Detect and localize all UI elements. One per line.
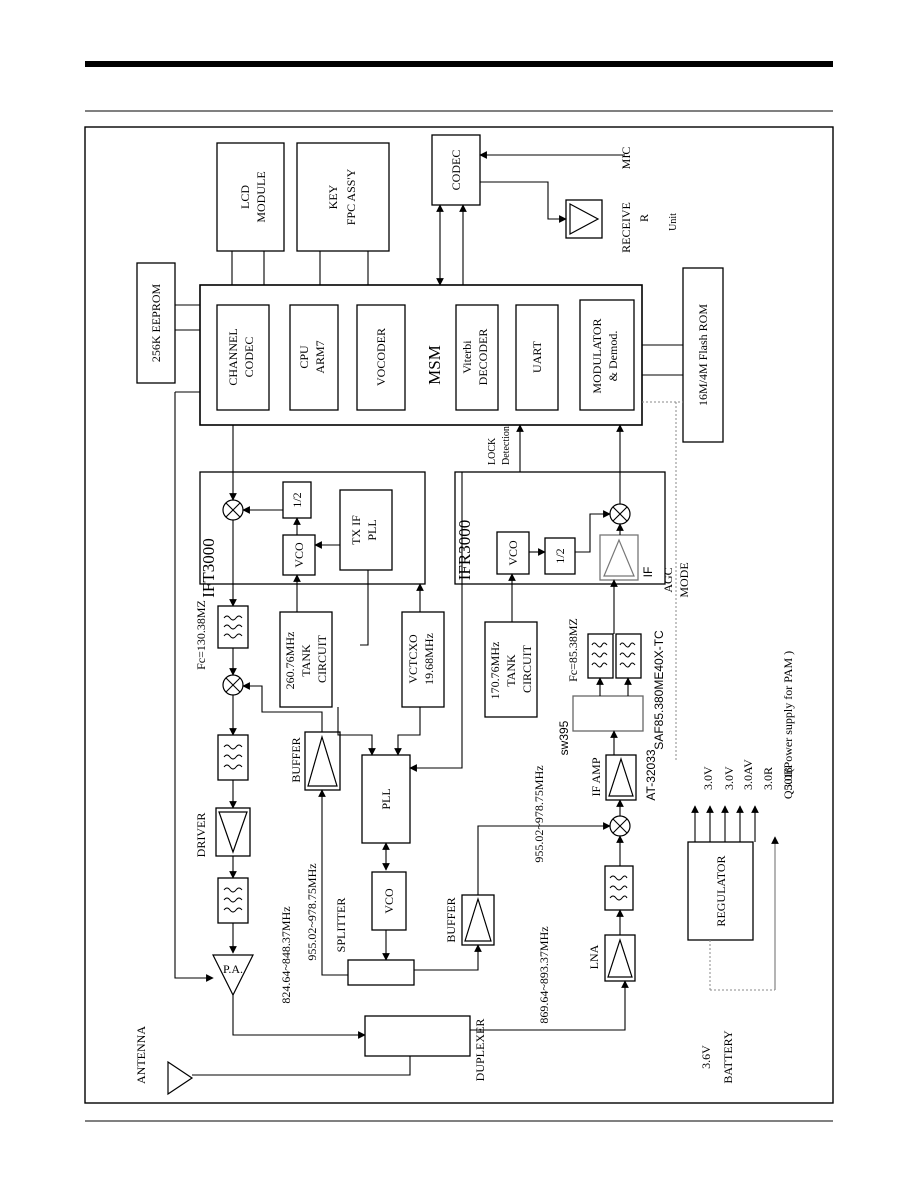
ift3000-title: IFT3000 bbox=[199, 538, 218, 598]
tank-170-label: 170.76MHz TANK CIRCUIT bbox=[488, 639, 534, 700]
splitter-label: SPLITTER bbox=[334, 898, 348, 953]
if-amp-label: IF AMP bbox=[589, 757, 603, 796]
vocoder-label: VOCODER bbox=[374, 328, 388, 386]
ifr3000-title: IFR3000 bbox=[455, 520, 474, 580]
freq-lo-label: 955.02~978.75MHz bbox=[305, 863, 319, 960]
tx-filter-2 bbox=[217, 877, 249, 924]
ifr-vco-box bbox=[496, 531, 530, 575]
duplexer-label: DUPLEXER bbox=[473, 1019, 487, 1082]
receiver-amp-triangle bbox=[569, 202, 600, 236]
uart-box bbox=[515, 304, 559, 411]
modulator-box bbox=[579, 299, 635, 411]
ift-vco-box bbox=[282, 534, 316, 576]
uart-label: UART bbox=[530, 340, 544, 373]
ift-vco-label: VCO bbox=[292, 542, 306, 568]
modulator-label: MODULATOR& Demod. bbox=[590, 318, 620, 393]
if-amp-triangle bbox=[608, 757, 634, 797]
tx-buffer-triangle bbox=[307, 734, 338, 787]
rx-if-filter-b bbox=[615, 633, 642, 679]
vctcxo-box bbox=[401, 611, 445, 708]
rail-3v0r: 3.0R bbox=[761, 767, 775, 790]
rx-buffer-triangle bbox=[464, 896, 492, 942]
tank-260-label: 260.76MHz TANK CIRCUIT bbox=[283, 629, 329, 690]
sw395-label: sw395 bbox=[557, 720, 571, 755]
sw395-box bbox=[572, 695, 644, 732]
pll-label: PLL bbox=[379, 788, 393, 809]
tank-260-box bbox=[279, 611, 333, 708]
receiver-unit-label: Unit bbox=[668, 213, 679, 231]
pa-triangle bbox=[212, 954, 254, 997]
rail-3v0b: 3.0B bbox=[781, 767, 795, 790]
vco-label: VCO bbox=[382, 888, 396, 914]
tank-170-box bbox=[484, 621, 538, 718]
eeprom-label: 256K EEPROM bbox=[149, 284, 163, 363]
ift-half-label: 1/2 bbox=[290, 492, 304, 507]
rx-buffer-label: BUFFER bbox=[444, 897, 458, 942]
driver-label: DRIVER bbox=[194, 813, 208, 858]
codec-label: CODEC bbox=[449, 150, 463, 191]
tx-buffer-label: BUFFER bbox=[289, 737, 303, 782]
vocoder-box bbox=[356, 304, 406, 411]
tx-if-filter bbox=[217, 605, 249, 649]
rx-rf-filter bbox=[604, 865, 634, 911]
ifr-half-label: 1/2 bbox=[553, 548, 567, 563]
rx-if-filter-a bbox=[587, 633, 614, 679]
diagram-frame bbox=[84, 126, 834, 1104]
fc-tx-label: Fc=130.38MZ bbox=[194, 600, 208, 670]
antenna-label: ANTENNA bbox=[134, 1026, 148, 1084]
vco-box bbox=[371, 871, 407, 931]
codec-box bbox=[431, 134, 481, 206]
splitter-box bbox=[347, 959, 415, 986]
antenna-icon bbox=[167, 1060, 194, 1096]
mic-label: MIC bbox=[619, 147, 633, 170]
lna-triangle bbox=[607, 938, 633, 978]
freq-lo2-label: 955.02~978.75MHz bbox=[532, 765, 546, 862]
rail-3v0-b: 3.0V bbox=[722, 766, 736, 790]
lcd-module-box bbox=[216, 142, 285, 252]
key-fpc-box bbox=[296, 142, 390, 252]
rail-3v0-a: 3.0V bbox=[701, 766, 715, 790]
pa-label: P.A. bbox=[223, 962, 243, 976]
flash-rom-box bbox=[682, 267, 724, 443]
fc-rx-label: Fc=85.38MZ bbox=[566, 618, 580, 682]
eeprom-box bbox=[136, 262, 176, 384]
viterbi-box bbox=[455, 304, 499, 411]
msm-title: MSM bbox=[425, 345, 444, 385]
duplexer-box bbox=[364, 1015, 471, 1057]
pam-supply-label: Q501(Power supply for PAM ) bbox=[781, 651, 795, 799]
rail-3v0av: 3.0AV bbox=[741, 759, 755, 790]
tx-if-pll-box bbox=[339, 489, 393, 571]
flash-rom-label: 16M/4M Flash ROM bbox=[696, 304, 710, 406]
ifr-vco-label: VCO bbox=[506, 540, 520, 566]
saf-part-label: SAF85.380ME40X-TC bbox=[652, 630, 666, 750]
ifr-agc-triangle bbox=[603, 538, 635, 577]
driver-triangle bbox=[218, 811, 248, 854]
top-rule bbox=[85, 61, 833, 67]
tx-filter-1 bbox=[217, 734, 249, 781]
freq-tx-label: 824.64~848.37MHz bbox=[279, 906, 293, 1003]
ifr-if-label: IF bbox=[641, 567, 655, 578]
regulator-label: REGULATOR bbox=[714, 855, 728, 926]
cpu-box bbox=[289, 304, 339, 411]
receiver-label: RECEIVE R bbox=[619, 199, 651, 253]
msm-box bbox=[199, 284, 643, 426]
regulator-box bbox=[687, 841, 754, 941]
ifr-half-box bbox=[544, 537, 576, 575]
lna-label: LNA bbox=[587, 944, 601, 969]
at-part-label: AT-32033 bbox=[644, 749, 658, 800]
freq-rx-label: 869.64~893.37MHz bbox=[537, 926, 551, 1023]
channel-codec-box bbox=[216, 304, 270, 411]
